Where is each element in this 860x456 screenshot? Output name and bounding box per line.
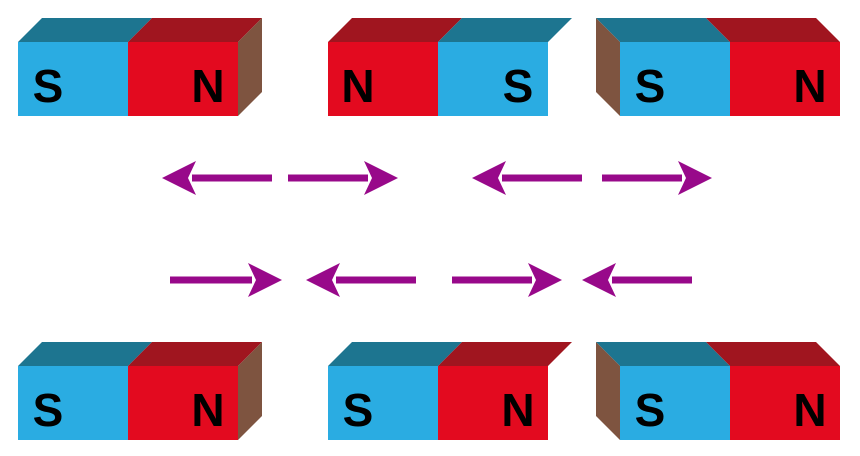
magnet-top-south [596, 18, 730, 42]
pole-label: S [343, 384, 374, 436]
magnet-top-north [438, 342, 572, 366]
magnet-pole-south [620, 42, 730, 116]
arrow-head [248, 263, 282, 297]
arrow-head [678, 161, 712, 195]
arrow-shaft [502, 174, 582, 182]
arrow-shaft [336, 276, 416, 284]
magnet-top-north [706, 18, 840, 42]
magnet-pole-south [438, 42, 548, 116]
force-arrow-right-icon [288, 161, 398, 195]
pole-label: S [635, 60, 666, 112]
magnet-pole-north [730, 42, 840, 116]
arrow-head [528, 263, 562, 297]
arrow-head [306, 263, 340, 297]
pole-label: S [635, 384, 666, 436]
force-arrow-left-icon [306, 263, 416, 297]
magnet-pole-south [620, 366, 730, 440]
arrow-shaft [612, 276, 692, 284]
arrow-head [364, 161, 398, 195]
force-arrow-left-icon [162, 161, 272, 195]
arrow-shaft [170, 276, 252, 284]
arrow-shaft [288, 174, 368, 182]
pole-label: S [33, 384, 64, 436]
pole-label: S [33, 60, 64, 112]
magnet-pole-south [18, 42, 128, 116]
pole-label: N [501, 384, 534, 436]
magnet-pole-north [730, 366, 840, 440]
magnet-top-north [706, 342, 840, 366]
pole-label: N [341, 60, 374, 112]
arrow-row-repel-row [162, 161, 712, 195]
pole-label: S [503, 60, 534, 112]
magnet-top-south [438, 18, 572, 42]
force-arrow-left-icon [472, 161, 582, 195]
arrow-row-attract-row [170, 263, 692, 297]
magnet-pole-north [438, 366, 548, 440]
magnet-pole-north [128, 366, 238, 440]
magnet-end-face [238, 18, 262, 116]
arrow-head [582, 263, 616, 297]
force-arrow-right-icon [452, 263, 562, 297]
arrow-shaft [602, 174, 682, 182]
arrow-head [472, 161, 506, 195]
magnet-pole-south [18, 366, 128, 440]
arrow-shaft [192, 174, 272, 182]
pole-label: N [793, 60, 826, 112]
magnet-top-south [18, 18, 152, 42]
force-arrow-right-icon [602, 161, 712, 195]
magnet-top-south [18, 342, 152, 366]
magnet-pole-south [328, 366, 438, 440]
magnet-top-north [128, 342, 262, 366]
arrow-shaft [452, 276, 532, 284]
magnet-end-face [238, 342, 262, 440]
magnet-pole-north [128, 42, 238, 116]
magnet-top-south [328, 342, 462, 366]
magnet-end-face [596, 342, 620, 440]
magnet-top-north [328, 18, 462, 42]
pole-label: N [793, 384, 826, 436]
force-arrow-right-icon [170, 263, 282, 297]
pole-label: N [191, 60, 224, 112]
arrow-head [162, 161, 196, 195]
magnet-end-face [596, 18, 620, 116]
magnet-top-south [596, 342, 730, 366]
pole-label: N [191, 384, 224, 436]
force-arrow-left-icon [582, 263, 692, 297]
magnet-top-north [128, 18, 262, 42]
magnet-pole-north [328, 42, 438, 116]
